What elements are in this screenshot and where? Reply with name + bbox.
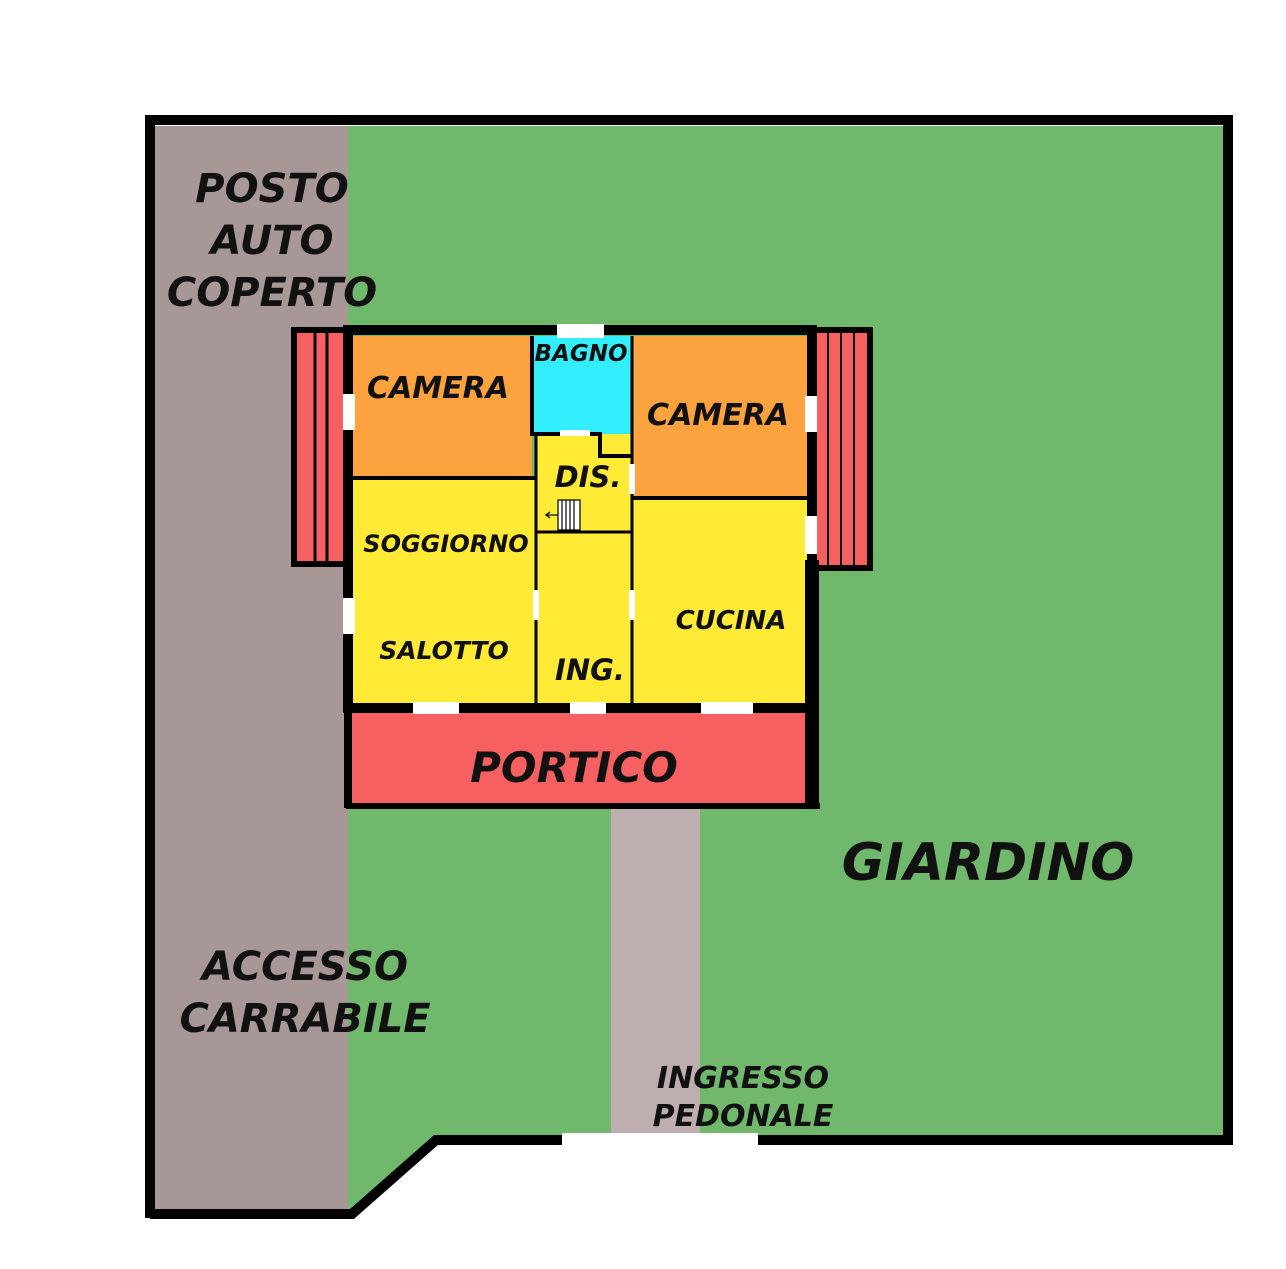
label-posto-auto-line3: COPERTO: [167, 270, 377, 316]
room-bagno: [530, 336, 632, 456]
label-posto-auto-line2: AUTO: [208, 218, 334, 264]
balcony-right: [809, 327, 873, 571]
room-camera-left: [350, 336, 532, 478]
balcony-left: [291, 327, 351, 567]
label-cucina: CUCINA: [676, 606, 787, 636]
label-giardino: GIARDINO: [842, 833, 1135, 893]
lot-boundary-wall: [145, 115, 1233, 1219]
label-camera-right: CAMERA: [647, 398, 789, 433]
label-posto-auto-line1: POSTO: [195, 166, 348, 212]
room-portico: [350, 710, 808, 806]
room-cucina: [632, 498, 808, 704]
label-salotto: SALOTTO: [379, 636, 509, 665]
driveway-strip: [152, 126, 348, 1216]
label-dis: DIS.: [555, 460, 622, 494]
room-camera-right: [632, 336, 808, 498]
label-accesso-line2: CARRABILE: [179, 996, 430, 1042]
openings: [343, 324, 817, 714]
pedestrian-path: [611, 806, 700, 1136]
interior-walls: [350, 336, 808, 704]
label-ingresso-line1: INGRESSO: [657, 1061, 829, 1096]
room-dis: [536, 434, 632, 532]
label-bagno: BAGNO: [534, 341, 627, 367]
label-ing: ING.: [555, 653, 625, 687]
label-portico: PORTICO: [470, 743, 678, 792]
room-soggiorno-salotto: [350, 478, 536, 704]
label-camera-left: CAMERA: [367, 371, 509, 406]
label-ingresso-line2: PEDONALE: [653, 1099, 834, 1134]
room-ing: [536, 532, 632, 704]
label-soggiorno: SOGGIORNO: [363, 530, 528, 558]
label-accesso-line1: ACCESSO: [199, 944, 408, 990]
staircase-icon: [545, 499, 581, 531]
pedestrian-gate: [562, 1133, 758, 1148]
